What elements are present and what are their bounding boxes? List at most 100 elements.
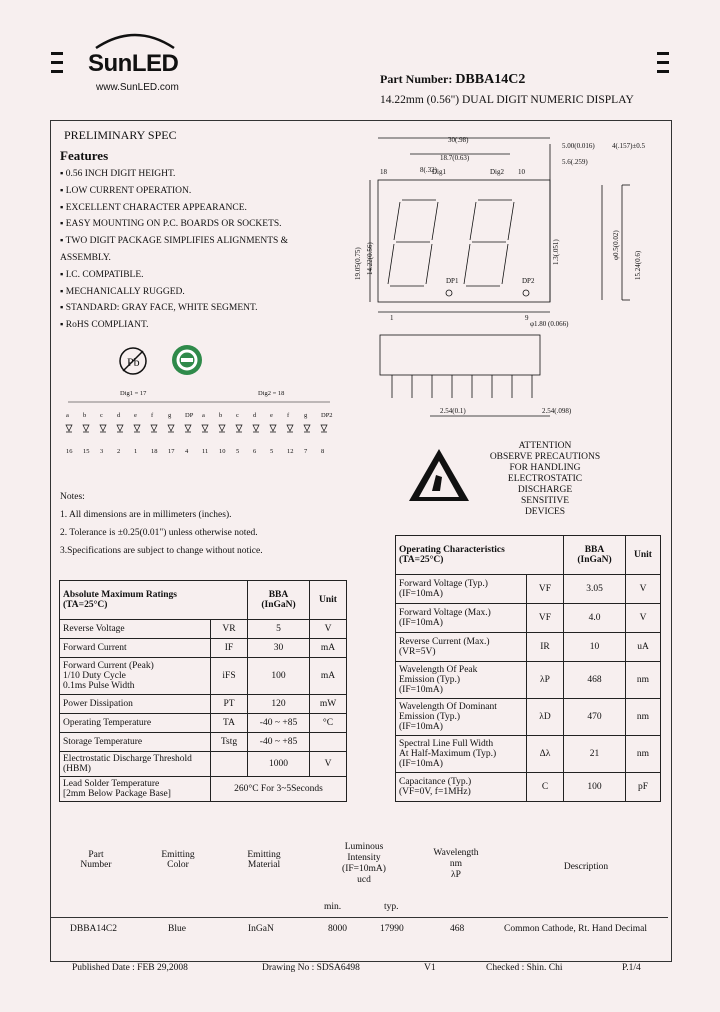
op-param: Reverse Current (Max.) (VR=5V) <box>395 632 527 662</box>
attention-line: OBSERVE PRECAUTIONS <box>489 452 601 462</box>
circuit-top-pin: a <box>66 412 69 419</box>
pt-h-intensity: Luminous Intensity (IF=10mA) ucd <box>342 842 386 885</box>
notes-section: Notes: 1. All dimensions are in millimet… <box>60 488 263 560</box>
circuit-top-pin: e <box>134 412 137 419</box>
op-unit: uA <box>625 632 661 662</box>
pt-sub-min: min. <box>324 902 342 912</box>
op-unit: pF <box>625 772 661 802</box>
op-param: Spectral Line Full Width At Half-Maximum… <box>395 735 527 773</box>
part-number-line: Part Number: DBBA14C2 <box>380 72 525 88</box>
op-col-bba: BBA (InGaN) <box>563 535 626 575</box>
abs-unit: V <box>309 751 347 777</box>
feature-item: ▪ RoHS COMPLIANT. <box>60 320 149 331</box>
svg-text:Pb: Pb <box>127 355 140 369</box>
op-sym: λP <box>526 661 564 699</box>
part-description: 14.22mm (0.56") DUAL DIGIT NUMERIC DISPL… <box>380 94 634 106</box>
circuit-bottom-pin: 10 <box>219 448 226 455</box>
features-section: Features ▪ 0.56 INCH DIGIT HEIGHT. ▪ LOW… <box>60 148 325 334</box>
circuit-top-pin: f <box>287 412 290 419</box>
pt-rule <box>50 917 668 918</box>
op-val: 4.0 <box>563 603 626 633</box>
op-val: 468 <box>563 661 626 699</box>
abs-col-unit: Unit <box>309 580 347 620</box>
pt-typ: 17990 <box>380 924 404 934</box>
abs-unit <box>309 732 347 752</box>
circuit-top-pin: d <box>253 412 257 419</box>
diode-symbol <box>252 424 260 433</box>
note-item: 1. All dimensions are in millimeters (in… <box>60 510 232 520</box>
dim-digit-height: 14.22(0.56) <box>366 242 374 275</box>
product-table: Part Number Emitting Color Emitting Mate… <box>50 842 668 942</box>
label-dp1: DP1 <box>446 277 459 285</box>
diode-symbol <box>320 424 328 433</box>
op-unit: nm <box>625 698 661 736</box>
op-sym: VF <box>526 603 564 633</box>
abs-col-bba: BBA (InGaN) <box>247 580 310 620</box>
footer-checked: Checked : Shin. Chi <box>486 963 563 973</box>
footer-published: Published Date : FEB 29,2008 <box>72 963 188 973</box>
diode-symbol <box>150 424 158 433</box>
circuit-bottom-pin: 3 <box>100 448 103 455</box>
abs-param: Storage Temperature <box>59 732 211 752</box>
attention-block: ATTENTION OBSERVE PRECAUTIONS FOR HANDLI… <box>470 441 620 518</box>
abs-unit: °C <box>309 713 347 733</box>
attention-line: SENSITIVE <box>520 496 570 506</box>
circuit-top-pin: DP <box>185 412 194 419</box>
circuit-bottom-pin: 6 <box>253 448 257 455</box>
pb-free-icon: Pb <box>119 347 147 375</box>
abs-title: Absolute Maximum Ratings (TA=25°C) <box>59 580 248 620</box>
label-pin18: 18 <box>380 168 388 176</box>
attention-line: DEVICES <box>524 507 566 517</box>
abs-param: Electrostatic Discharge Threshold (HBM) <box>59 751 211 777</box>
circuit-bottom-pin: 18 <box>151 448 158 455</box>
abs-param: Forward Current <box>59 638 211 658</box>
abs-sym: PT <box>210 694 248 714</box>
pt-material: InGaN <box>248 924 274 934</box>
label-dp2: DP2 <box>522 277 535 285</box>
circuit-bottom-pin: 2 <box>117 448 120 455</box>
pt-h-part: Part Number <box>80 850 112 870</box>
circuit-bottom-pin: 5 <box>270 448 273 455</box>
circuit-top-pin: e <box>270 412 273 419</box>
op-val: 21 <box>563 735 626 773</box>
circuit-bottom-pin: 1 <box>134 448 137 455</box>
logo-bars-left <box>51 52 63 79</box>
dim-pin-pitch: 5.00(0.016) <box>562 142 595 150</box>
feature-item: ▪ LOW CURRENT OPERATION. <box>60 185 192 196</box>
pt-sub-typ: typ. <box>384 902 399 912</box>
abs-sym: VR <box>210 619 248 639</box>
attention-line: FOR HANDLING <box>509 463 581 473</box>
label-pin9: 9 <box>525 314 529 322</box>
op-title: Operating Characteristics (TA=25°C) <box>395 535 564 575</box>
op-sym: λD <box>526 698 564 736</box>
brand-url: www.SunLED.com <box>96 82 179 93</box>
diode-symbol <box>286 424 294 433</box>
abs-val: 120 <box>247 694 310 714</box>
footer-version: V1 <box>424 963 436 973</box>
op-param: Capacitance (Typ.) (VF=0V, f=1MHz) <box>395 772 527 802</box>
circuit-top-pin: f <box>151 412 154 419</box>
abs-param: Reverse Voltage <box>59 619 211 639</box>
diode-symbol <box>167 424 175 433</box>
label-pin10: 10 <box>518 168 526 176</box>
abs-val: 100 <box>247 657 310 695</box>
diode-symbol <box>184 424 192 433</box>
op-val: 100 <box>563 772 626 802</box>
abs-row: Electrostatic Discharge Threshold (HBM)1… <box>59 751 347 777</box>
diode-symbol <box>99 424 107 433</box>
abs-max-table: Absolute Maximum Ratings (TA=25°C) BBA (… <box>59 580 347 802</box>
op-param: Forward Voltage (Typ.) (IF=10mA) <box>395 574 527 604</box>
abs-sym: TA <box>210 713 248 733</box>
circuit-bottom-pin: 7 <box>304 448 308 455</box>
abs-val: 30 <box>247 638 310 658</box>
pt-part: DBBA14C2 <box>70 924 117 934</box>
abs-sym: Tstg <box>210 732 248 752</box>
logo-bars-right <box>657 52 669 79</box>
op-char-table: Operating Characteristics (TA=25°C) BBA … <box>395 535 661 802</box>
abs-row: Lead Solder Temperature [2mm Below Packa… <box>59 776 347 802</box>
pt-h-material: Emitting Material <box>247 850 281 870</box>
